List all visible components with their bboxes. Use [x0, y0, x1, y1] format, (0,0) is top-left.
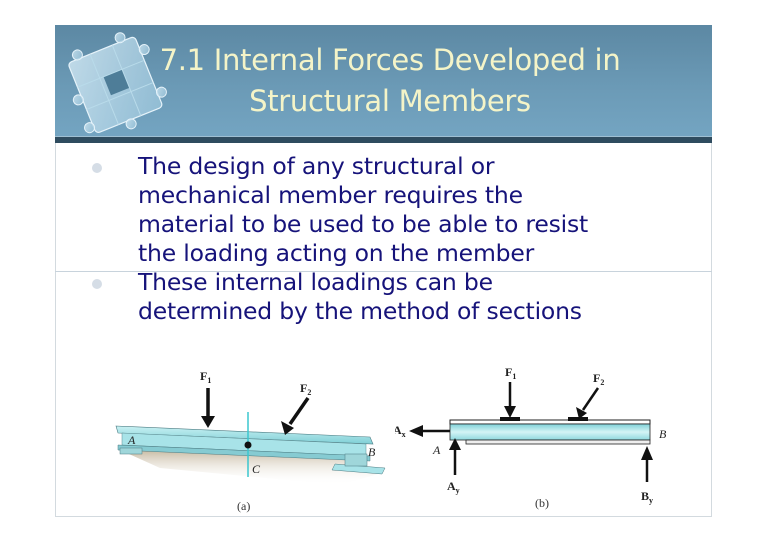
svg-text:Ax: Ax	[395, 423, 406, 439]
svg-text:A: A	[127, 433, 136, 447]
banner-stripe	[55, 137, 712, 143]
svg-text:(b): (b)	[535, 496, 549, 510]
svg-text:C: C	[252, 462, 261, 476]
svg-text:F2: F2	[300, 381, 311, 397]
bullet-line: determined by the method of sections	[138, 297, 582, 325]
svg-text:Ay: Ay	[447, 479, 460, 495]
title-banner	[55, 25, 712, 138]
figure-a-beam: F1 F2 C A B (a)	[100, 360, 400, 515]
svg-text:F2: F2	[593, 371, 604, 387]
svg-text:B: B	[659, 427, 667, 441]
banner-highlight	[55, 136, 712, 137]
bullet-line: the loading acting on the member	[138, 239, 535, 267]
svg-text:B: B	[368, 445, 376, 459]
bullet-item: The design of any structural or mechanic…	[92, 152, 702, 268]
bullet-item: These internal loadings can be determine…	[92, 268, 702, 326]
svg-text:F1: F1	[505, 365, 516, 381]
svg-text:(a): (a)	[237, 499, 250, 513]
svg-text:F1: F1	[200, 369, 211, 385]
bullet-list: The design of any structural or mechanic…	[92, 152, 702, 326]
bullet-dot-icon	[92, 279, 102, 289]
bullet-line: material to be used to be able to resist	[138, 210, 589, 238]
figure-b-free-body-diagram: F1 F2 Ax A Ay B By (b)	[395, 360, 705, 515]
bullet-dot-icon	[92, 163, 102, 173]
svg-text:By: By	[641, 489, 653, 505]
svg-text:A: A	[432, 443, 441, 457]
divider-line	[55, 271, 712, 272]
bullet-line: These internal loadings can be	[138, 268, 493, 296]
title-line-1: 7.1 Internal Forces Developed in	[159, 43, 621, 77]
bullet-line: mechanical member requires the	[138, 181, 523, 209]
bullet-line: The design of any structural or	[138, 152, 495, 180]
puzzle-icon	[68, 32, 167, 134]
page-title: 7.1 Internal Forces Developed in Structu…	[80, 40, 700, 122]
title-line-2: Structural Members	[249, 84, 531, 118]
